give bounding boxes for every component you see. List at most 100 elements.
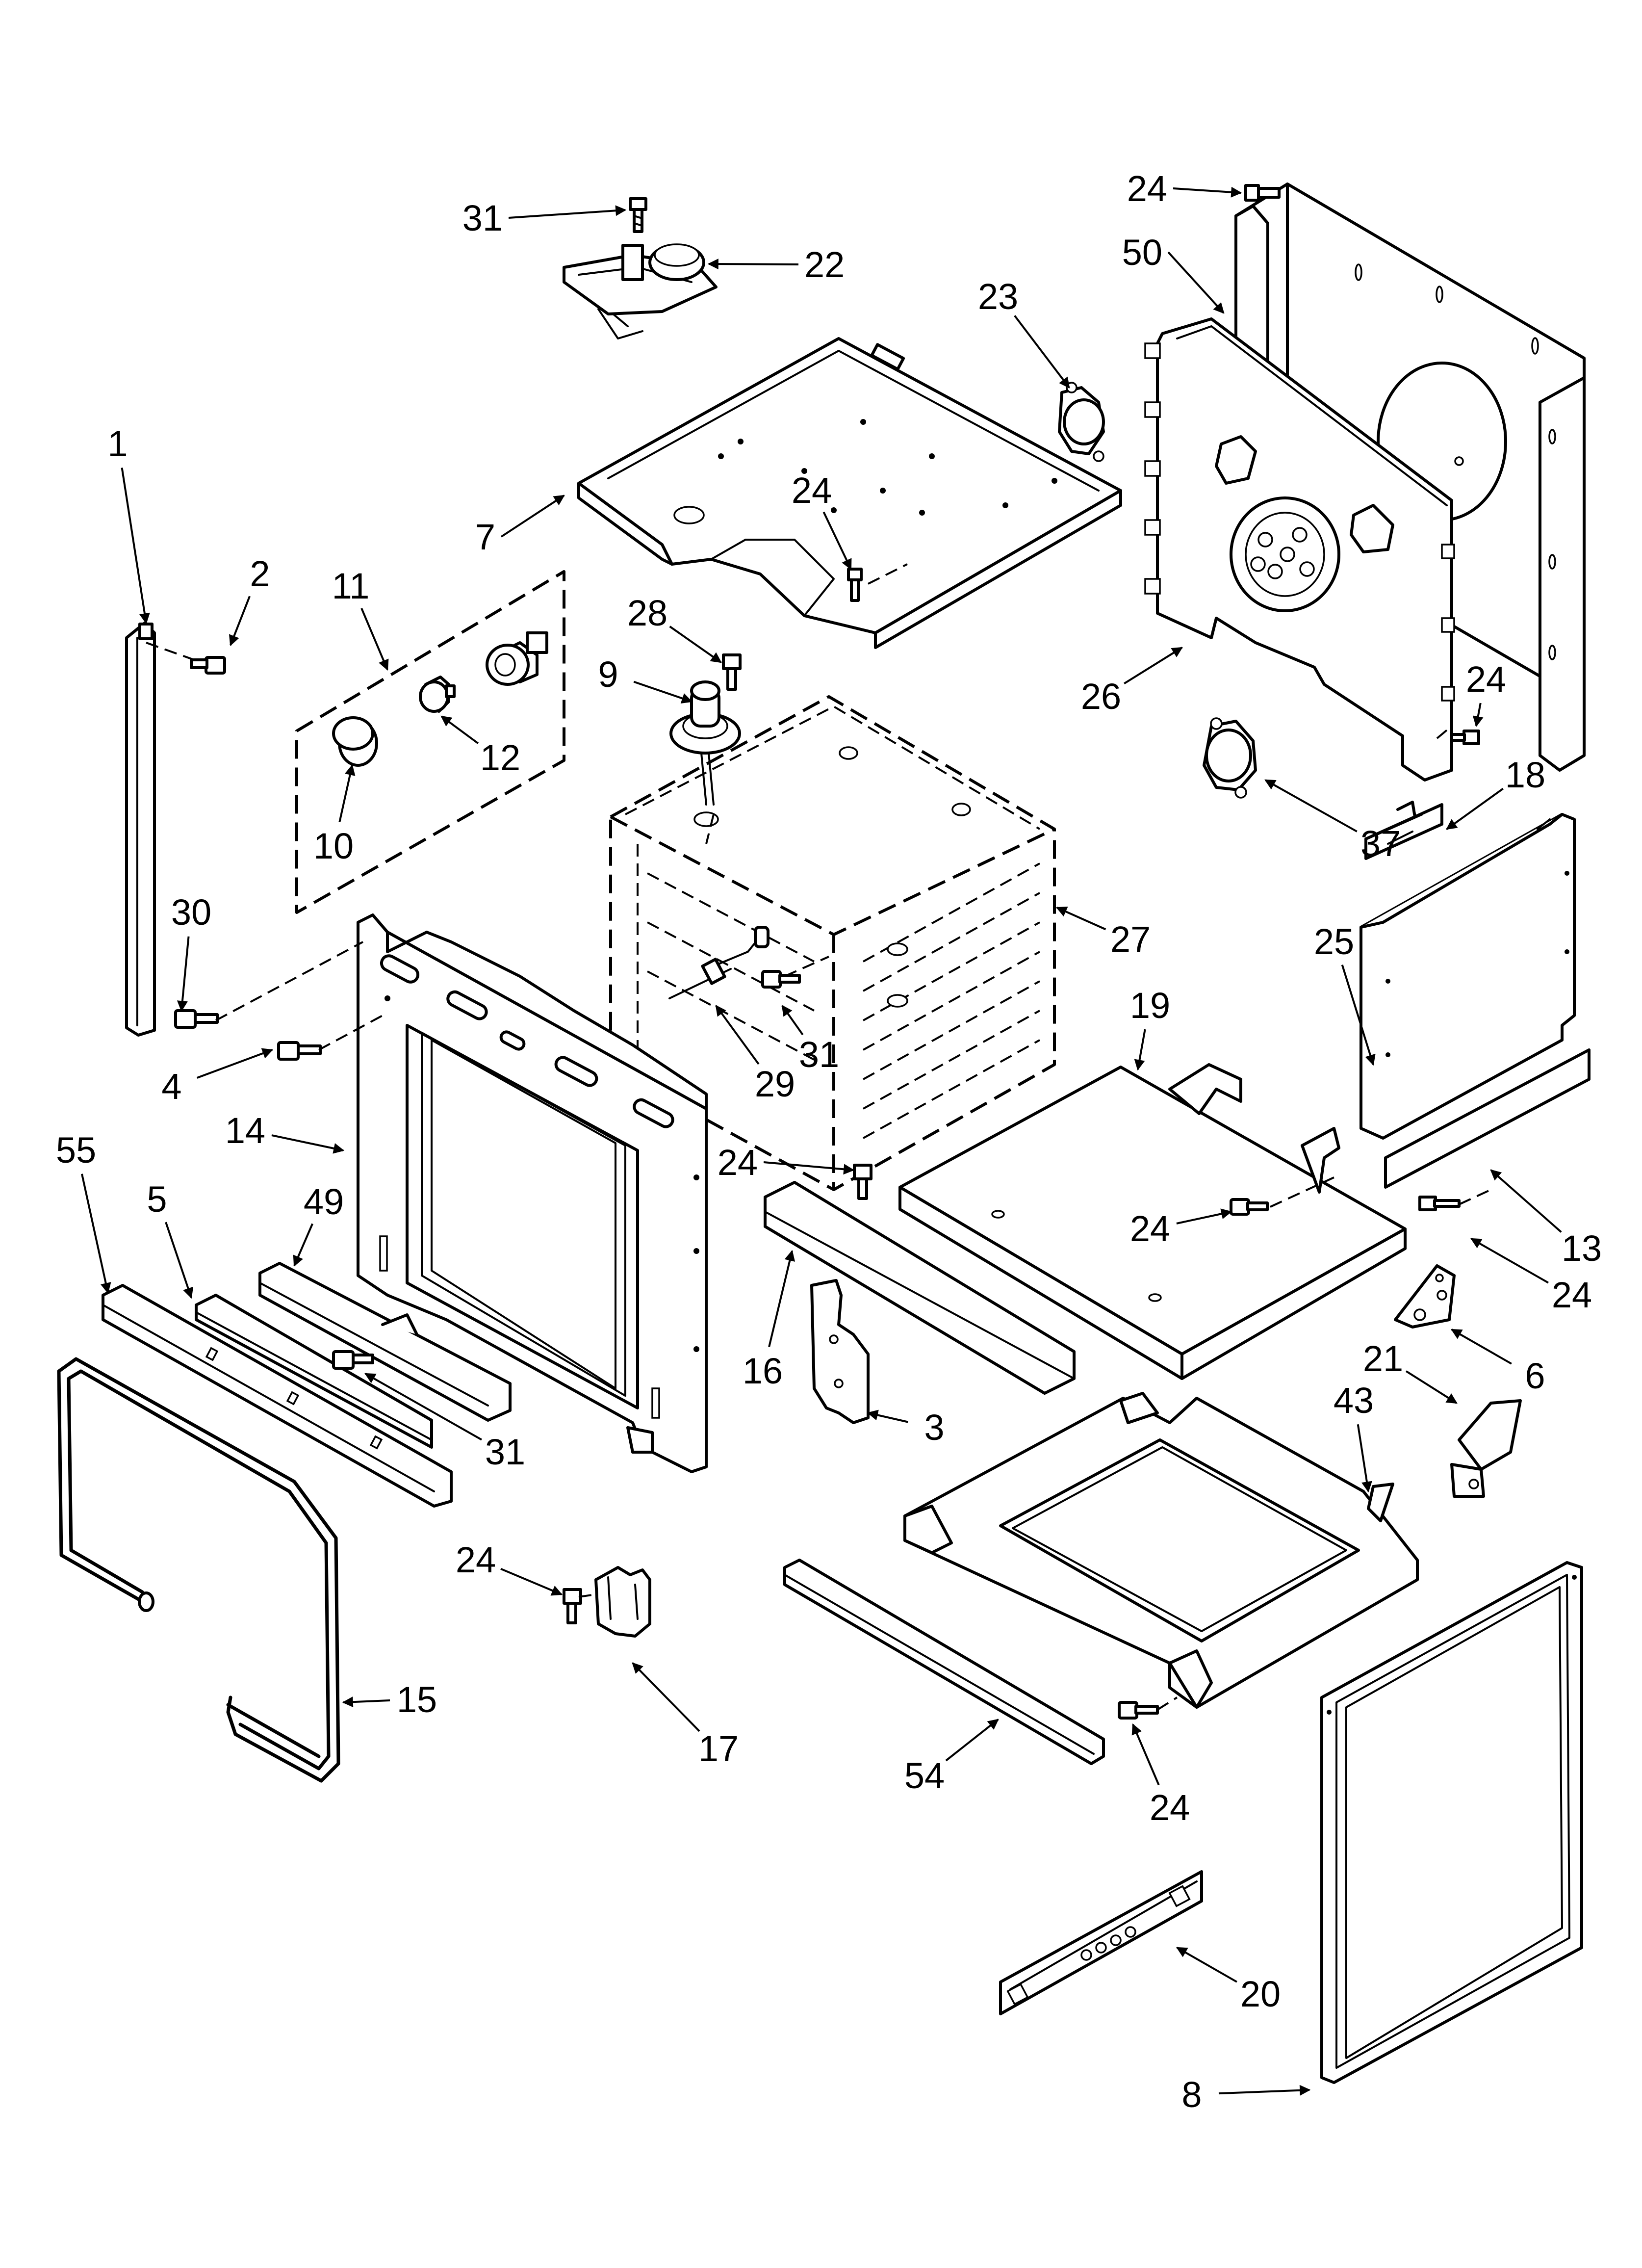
callout-leader-arrow [1446,787,1504,830]
callout-label: 23 [978,276,1018,317]
callout-label: 20 [1240,1974,1281,2014]
callout-37: 37 [1264,779,1401,864]
callout-leader-arrow [763,1161,855,1175]
callout-leader-arrow [768,1250,795,1347]
callout-label: 43 [1334,1380,1374,1421]
part-24-screw-trim-strip [1418,1196,1461,1211]
callout-leader-arrow [1173,186,1242,198]
callout-leader-arrow [781,1005,804,1036]
part-17-bracket [594,1566,651,1638]
callout-30: 30 [171,892,211,1012]
part-23-thermal-fuse [1058,382,1105,462]
callout-leader-arrow [1134,1029,1146,1071]
part-28-screw [722,653,742,691]
callout-label: 55 [56,1130,96,1171]
callout-label: 21 [1363,1338,1403,1379]
part-29-probe-sensor [668,926,770,999]
part-14-front-frame [357,913,708,1473]
callout-leader-arrow [364,1373,482,1441]
callout-3: 3 [867,1407,945,1448]
callout-label: 22 [804,244,845,285]
callout-leader-arrow [360,608,389,671]
part-24-screw-base [1118,1701,1159,1720]
part-24-screw-bottom-tray [1230,1198,1269,1216]
callout-31: 31 [364,1373,525,1472]
callout-55: 55 [56,1130,111,1294]
callout-24: 24 [1470,1238,1592,1315]
callout-11: 11 [332,566,389,671]
callout-leader-arrow [1055,907,1106,931]
callout-leader-arrow [1470,1238,1549,1284]
part-54-trim-strip [783,1559,1105,1765]
part-21-clip [1450,1399,1522,1498]
part-22-thermostat-assembly [563,243,718,339]
callout-leader-arrow [715,1005,760,1065]
callout-leader-arrow [1176,1208,1232,1225]
part-25-side-panel [1360,813,1576,1140]
callout-label: 37 [1360,823,1401,864]
callout-leader-arrow [1218,2085,1311,2096]
part-15-door-gasket [57,1357,340,1783]
part-5-trim-strip [195,1294,433,1449]
callout-24: 24 [1466,659,1506,728]
callout-label: 24 [1466,659,1506,700]
callout-leader-arrow [121,468,150,625]
callout-28: 28 [627,593,722,663]
callout-25: 25 [1314,921,1376,1066]
callout-12: 12 [440,715,520,778]
callout-label: 31 [799,1034,839,1075]
callout-leader-arrow [197,1048,274,1079]
callout-leader-arrow [1405,1370,1458,1404]
callout-31: 31 [462,198,627,238]
part-31-screw-lower [332,1350,374,1370]
part-26-rear-liner [1144,317,1455,782]
callout-leader-arrow [342,1696,390,1708]
callout-leader-arrow [1124,647,1183,684]
callout-1: 1 [107,423,150,625]
part-4-screw [277,1041,322,1061]
callout-50: 50 [1122,232,1225,314]
part-24-screw-front-rail [853,1164,872,1200]
callout-label: 25 [1314,921,1354,962]
callout-label: 17 [698,1728,739,1769]
callout-23: 23 [978,276,1070,389]
callout-leader-arrow [633,680,693,704]
part-24-screw-rear-top [1244,184,1281,202]
part-16-front-rail [764,1181,1076,1395]
callout-2: 2 [229,553,270,647]
callout-10: 10 [313,764,356,866]
callout-8: 8 [1181,2074,1311,2115]
callout-leader-arrow [229,596,251,647]
callout-label: 54 [904,1755,945,1796]
callout-label: 14 [225,1110,265,1151]
callout-leader-arrow [293,1223,313,1267]
callout-label: 3 [924,1407,944,1448]
callout-leader-arrow [632,1662,700,1732]
callout-label: 7 [475,517,495,557]
callout-15: 15 [342,1679,437,1720]
callout-19: 19 [1130,985,1170,1071]
part-24-screw-lower-bracket [563,1588,582,1624]
callout-54: 54 [904,1719,999,1796]
callout-leader-arrow [822,511,852,570]
callout-label: 1 [107,423,128,464]
callout-label: 4 [161,1066,181,1107]
part-31-screw-probe [761,970,801,989]
part-43-base-frame [903,1392,1419,1709]
part-19-bottom-tray [898,1063,1407,1380]
callout-21: 21 [1363,1338,1458,1404]
part-13-rear-trim-strip [1384,1048,1591,1189]
callout-label: 15 [397,1679,437,1720]
part-6-mounting-plate [1394,1264,1456,1329]
callout-leader-arrow [165,1222,194,1299]
callout-24: 24 [1127,168,1242,209]
callout-leader-arrow [1014,315,1070,389]
callout-label: 2 [250,553,270,594]
part-7-top-panel [577,337,1122,649]
callout-6: 6 [1451,1329,1545,1396]
callout-label: 18 [1505,755,1545,795]
callout-label: 24 [1552,1275,1592,1315]
callout-label: 8 [1181,2074,1202,2115]
callout-24: 24 [718,1142,855,1183]
callout-7: 7 [475,495,565,557]
